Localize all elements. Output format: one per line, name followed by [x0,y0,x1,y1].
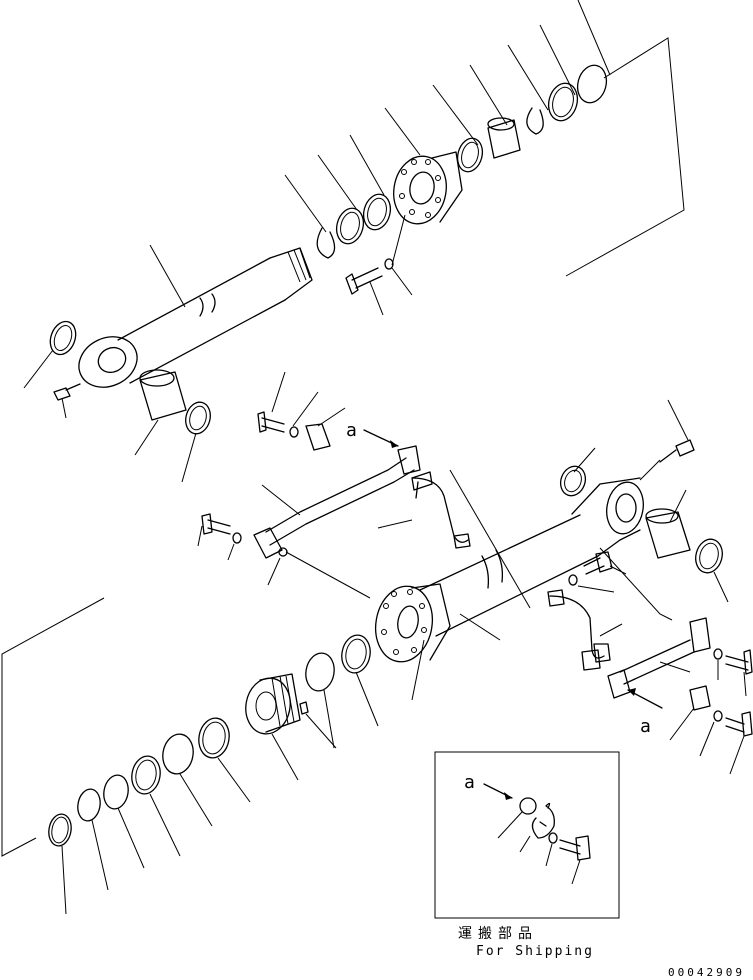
slide-ring [162,733,194,775]
inset-clip [531,802,555,839]
rod-eye-bore [97,346,127,374]
head-bolt [345,267,383,295]
dust-seal-2 [559,465,587,497]
rod-packing [362,193,392,231]
backup-ring-3 [77,788,101,822]
inset-japanese-label: 運搬部品 [458,926,538,942]
tube-flange [374,585,434,663]
backup-ring-2 [131,755,161,795]
dust-seal [185,401,211,435]
view-marker-a: a [346,420,357,441]
rod-eye [78,336,138,388]
clamp-washer [289,426,299,438]
tube-break [481,549,504,589]
view-marker-a-2: a [640,716,651,737]
flange-washer [232,532,242,544]
piston [245,677,291,735]
bushing [139,371,187,421]
snap-ring-2 [526,107,544,135]
hose-assembly: a [197,371,531,609]
leader-lines-upper [23,0,611,483]
hose-flange-2 [607,669,631,699]
washer [384,258,394,270]
tube-eye [606,481,644,535]
shipping-parts-inset: a 運搬部品 For Shipping [434,751,620,959]
inset-english-label: For Shipping [476,944,594,959]
clamp-bolt [257,411,285,433]
flange-bolt [201,513,231,535]
drawing-code: 00042909 [668,966,745,979]
piston-rod [117,257,286,384]
hose-fitting [397,445,421,475]
grease-fitting-2 [659,439,695,463]
rod-thread [269,247,313,301]
piston-ring [305,652,335,692]
leader-lines-mid [197,371,531,609]
grease-fitting [53,383,81,401]
dust-seal-3 [695,538,723,574]
o-ring-3 [48,813,72,847]
flange-bolt-2 [725,649,753,675]
leader-lines-lower [61,399,747,915]
clamp-bolt-2 [725,711,753,737]
cylinder-tube [419,514,599,637]
buffer-ring [547,82,579,122]
clamp-band [411,477,469,543]
clamp-block [305,423,331,451]
o-ring-2 [103,774,129,810]
rod-break [199,293,216,317]
cylinder-tube-assembly: a [1,399,753,915]
hose-line [265,457,415,546]
dust-seal-ring [49,320,77,356]
cylinder-head [393,155,447,225]
bushing-2 [645,511,691,559]
assembly-bracket [565,37,685,277]
thread-lines [287,248,311,283]
rod-bushing [487,119,521,159]
dust-wiper [576,64,608,104]
inset-frame [434,751,620,919]
piston-bracket [1,597,105,857]
piston-seal [198,717,230,759]
piston-rod-assembly [23,0,685,483]
wear-ring [341,634,371,674]
tube-eye-neck [571,477,641,557]
clamp-block-2 [689,685,711,711]
snap-ring [316,227,336,259]
o-ring-small [278,547,288,557]
hose-line-2 [619,639,695,685]
inset-cap [519,797,537,815]
inset-view-marker-a: a [464,772,475,793]
head-body [431,151,463,223]
hose-flange [253,527,283,559]
inset-washer [548,832,558,844]
backup-ring [335,207,365,245]
inset-bolt [559,835,591,861]
set-screw [299,701,309,715]
o-ring [456,137,484,173]
